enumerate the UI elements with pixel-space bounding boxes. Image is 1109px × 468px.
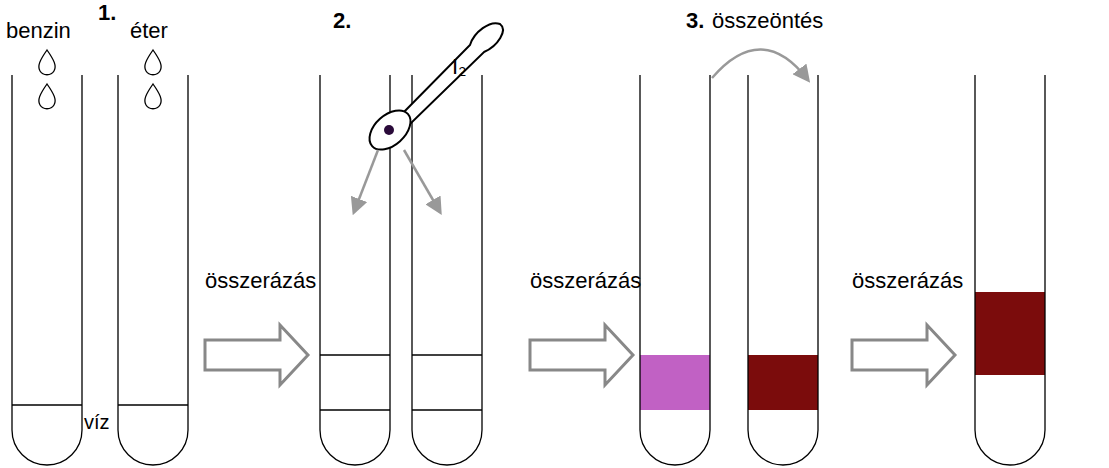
step-label: összerázás [852,270,963,292]
process-arrow [530,325,633,385]
step-number: 3. [686,10,704,32]
liquid-label: benzin [6,20,71,42]
step-label: összerázás [530,270,641,292]
liquid-line [320,354,390,355]
pointer-arrow [404,150,440,212]
liquid-line [320,409,390,410]
pour-arrow [712,49,808,80]
drop [39,50,55,75]
spoon [362,23,503,157]
liquid-line [12,404,82,405]
test-tube [412,75,482,465]
test-tube [748,75,818,465]
test-tube [975,75,1045,465]
liquid-line [118,404,188,405]
test-tube [640,75,710,465]
liquid-label: víz [84,412,110,432]
test-tube [118,75,188,465]
process-arrow [852,325,955,385]
step-number: 2. [333,10,351,32]
pointer-arrow [354,150,378,212]
drop [145,50,161,75]
violet-layer [640,355,710,410]
liquid-line [412,354,482,355]
test-tube [12,75,82,465]
process-arrow [205,325,308,385]
step-label: összeöntés [712,10,823,32]
substance-label: I₂ [452,56,467,78]
liquid-label: éter [130,20,168,42]
step-label: összerázás [205,270,316,292]
brown-layer [975,292,1045,375]
step-number: 1. [98,2,116,24]
drop [145,84,161,109]
brown-layer [748,355,818,410]
liquid-line [412,409,482,410]
drop [39,84,55,109]
